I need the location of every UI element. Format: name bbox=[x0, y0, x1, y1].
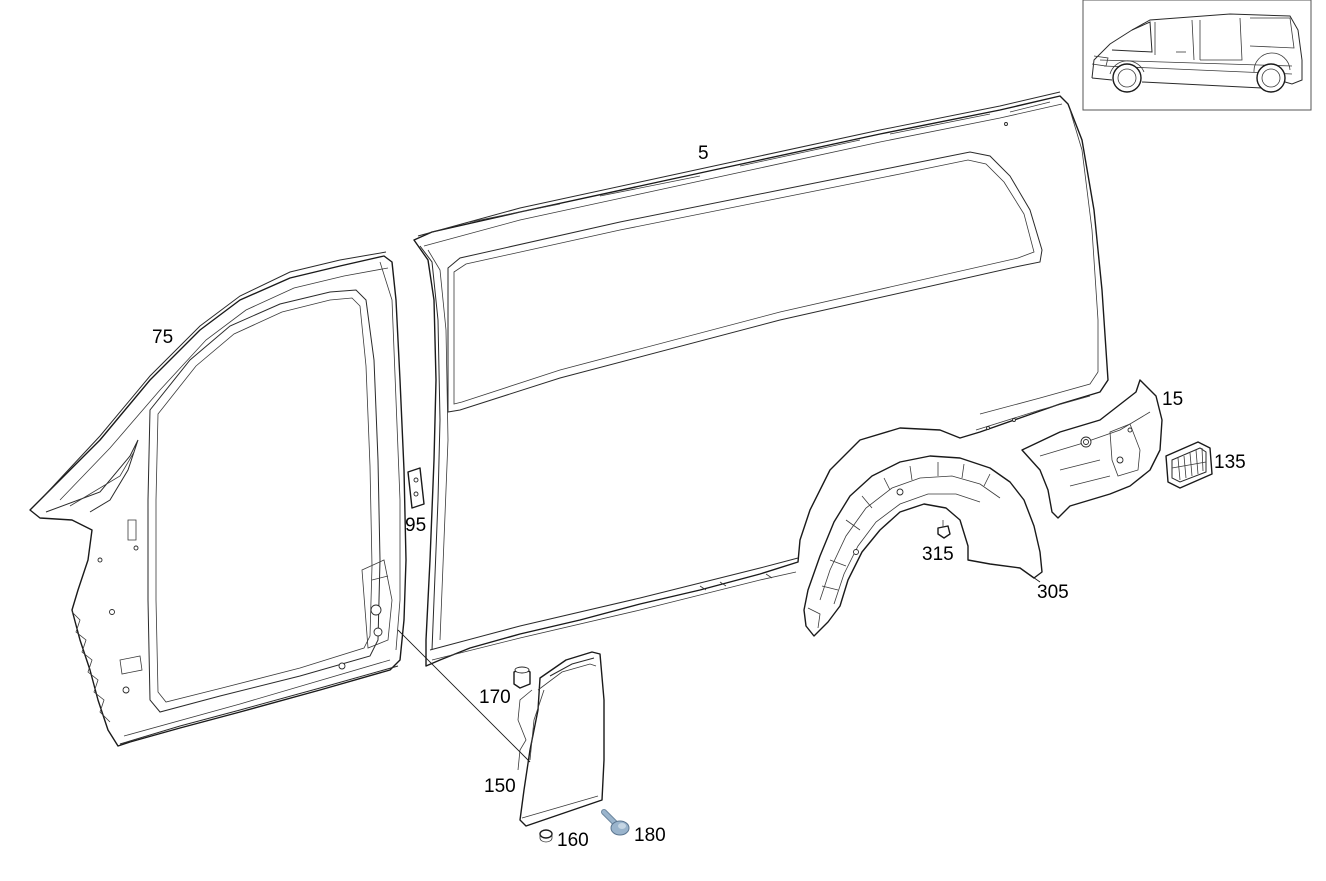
part-75-front-frame bbox=[29, 251, 407, 747]
label-part-95: 95 bbox=[405, 515, 426, 536]
label-part-5: 5 bbox=[698, 143, 709, 164]
part-180-bolt bbox=[601, 809, 630, 836]
label-part-150: 150 bbox=[484, 776, 516, 797]
part-170-bumper bbox=[513, 666, 531, 689]
vehicle-reference-thumbnail bbox=[1082, 0, 1312, 111]
label-part-160: 160 bbox=[557, 830, 589, 851]
part-315-clip bbox=[937, 520, 951, 539]
label-part-135: 135 bbox=[1214, 452, 1246, 473]
label-part-75: 75 bbox=[152, 327, 173, 348]
label-part-170: 170 bbox=[479, 687, 511, 708]
callout-leaders bbox=[397, 574, 1041, 763]
part-number-labels: 5 15 75 95 135 150 160 170 180 305 315 bbox=[152, 143, 1246, 851]
label-part-315: 315 bbox=[922, 544, 954, 565]
part-15-rear-corner-panel bbox=[1021, 379, 1163, 519]
part-135-vent-grille bbox=[1165, 441, 1213, 489]
part-160-plug bbox=[539, 829, 553, 843]
part-5-side-panel bbox=[413, 91, 1109, 667]
part-95-hinge-bracket bbox=[407, 467, 425, 509]
label-part-15: 15 bbox=[1162, 389, 1183, 410]
part-305-wheel-arch-liner bbox=[803, 455, 1043, 637]
part-150-pillar-trim bbox=[517, 651, 605, 827]
label-part-180: 180 bbox=[634, 825, 666, 846]
label-part-305: 305 bbox=[1037, 582, 1069, 603]
